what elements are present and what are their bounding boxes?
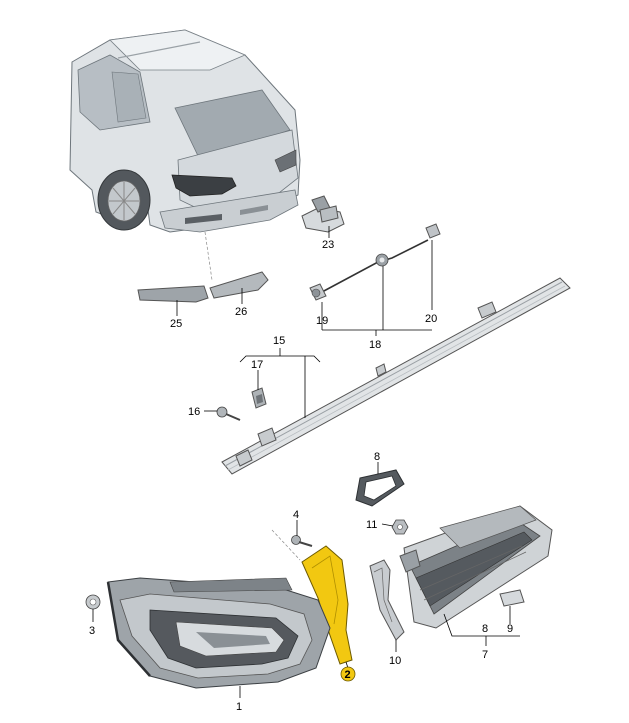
- part-17-clip: [251, 387, 267, 409]
- label-20: 20: [425, 313, 437, 325]
- part-26-reflector: [209, 271, 269, 299]
- part-7-inner-tail-light: [399, 505, 553, 629]
- label-8-upper: 8: [374, 451, 380, 463]
- label-9: 9: [507, 623, 513, 635]
- part-15-trim-strip: [221, 277, 571, 475]
- label-2: 2: [345, 669, 351, 681]
- part-1-outer-tail-light: [106, 577, 331, 689]
- car-illustration: [69, 29, 301, 281]
- part-25-reflector: [137, 285, 209, 303]
- part-8-gasket: [355, 469, 405, 507]
- label-18: 18: [369, 339, 381, 351]
- label-26: 26: [235, 306, 247, 318]
- label-25: 25: [170, 318, 182, 330]
- label-2-highlight: 2: [340, 666, 356, 682]
- label-3: 3: [89, 625, 95, 637]
- label-23: 23: [322, 239, 334, 251]
- label-10: 10: [389, 655, 401, 667]
- part-labels: 23 25 26 19 20 18 15 17 16 8 11 4 3 1 10…: [89, 239, 513, 713]
- part-18-wiring-harness: [321, 239, 429, 293]
- label-17: 17: [251, 359, 263, 371]
- part-20-connector: [425, 223, 441, 239]
- label-19: 19: [316, 315, 328, 327]
- part-11-nut: [391, 519, 409, 535]
- part-3-grommet: [85, 594, 101, 610]
- label-1: 1: [236, 701, 242, 713]
- label-11: 11: [366, 519, 377, 531]
- part-4-screw: [291, 535, 313, 547]
- part-19-connector: [309, 283, 327, 301]
- label-7: 7: [482, 649, 488, 661]
- part-16-screw: [216, 406, 241, 421]
- label-4: 4: [293, 509, 299, 521]
- label-15: 15: [273, 335, 285, 347]
- label-8-lower: 8: [482, 623, 488, 635]
- label-16: 16: [188, 406, 200, 418]
- part-23-bracket: [301, 195, 345, 233]
- part-9-connector: [499, 589, 525, 607]
- part-10-bracket: [369, 559, 405, 641]
